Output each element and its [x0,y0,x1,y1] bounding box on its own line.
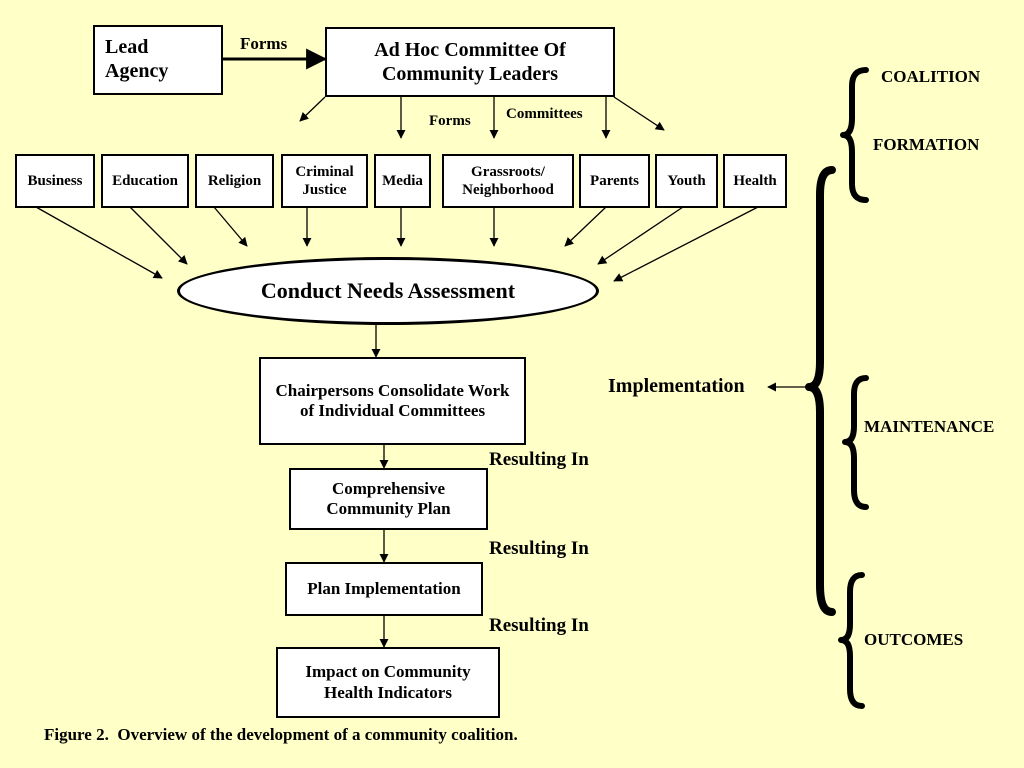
arrow-parents-to-needs [564,206,607,247]
arrow-youth-to-needs [597,206,684,265]
lead-agency-box: Lead Agency [93,25,223,95]
implementation-label: Implementation [608,375,745,397]
resulting-in-label-3: Resulting In [489,615,589,636]
resulting-in-label-2: Resulting In [489,538,589,559]
stage-coalition: COALITION [881,67,981,86]
forms-label-top: Forms [240,34,288,53]
committees-label: Committees [506,106,583,122]
arrow-business-to-needs [35,206,163,279]
plan-implementation-box: Plan Implementation [285,562,483,616]
stage-maintenance: MAINTENANCE [864,417,995,436]
comprehensive-plan-box: Comprehensive Community Plan [289,468,488,530]
plan-implementation-label: Plan Implementation [307,578,461,598]
committee-grassroots-neighborhood: Grassroots/ Neighborhood [442,154,574,208]
committee-criminal-justice: Criminal Justice [281,154,368,208]
brace-outcomes [838,572,865,709]
committee-youth: Youth [655,154,718,208]
figure-caption: Figure 2. Overview of the development of… [44,725,518,744]
committee-parents: Parents [579,154,650,208]
needs-assessment-label: Conduct Needs Assessment [260,278,516,303]
ad-hoc-committee-box: Ad Hoc Committee Of Community Leaders [325,27,615,97]
impact-indicators-label: Impact on Community Health Indicators [305,662,471,702]
resulting-in-label-1: Resulting In [489,449,589,470]
needs-assessment-ellipse: Conduct Needs Assessment [177,257,599,325]
stage-formation: FORMATION [873,135,980,154]
brace-implementation-large [805,166,836,616]
forms-label-mid: Forms [429,113,471,129]
impact-indicators-box: Impact on Community Health Indicators [276,647,500,718]
arrow-religion-to-needs [213,206,248,247]
arrow-education-to-needs [129,206,188,265]
committee-education: Education [101,154,189,208]
committee-media: Media [374,154,431,208]
comprehensive-plan-label: Comprehensive Community Plan [326,478,451,518]
committee-religion: Religion [195,154,274,208]
lead-agency-label: Lead Agency [105,36,169,82]
brace-coalition-formation [840,67,869,203]
brace-maintenance [842,375,869,510]
committee-health: Health [723,154,787,208]
ad-hoc-committee-label: Ad Hoc Committee Of Community Leaders [374,39,566,85]
committee-business: Business [15,154,95,208]
arrow-adhoc-out-5 [613,96,665,131]
chairpersons-label: Chairpersons Consolidate Work of Individ… [275,380,510,420]
chairpersons-box: Chairpersons Consolidate Work of Individ… [259,357,526,445]
arrow-health-to-needs [613,206,759,282]
arrow-adhoc-out-1 [299,96,326,122]
stage-outcomes: OUTCOMES [864,630,964,649]
